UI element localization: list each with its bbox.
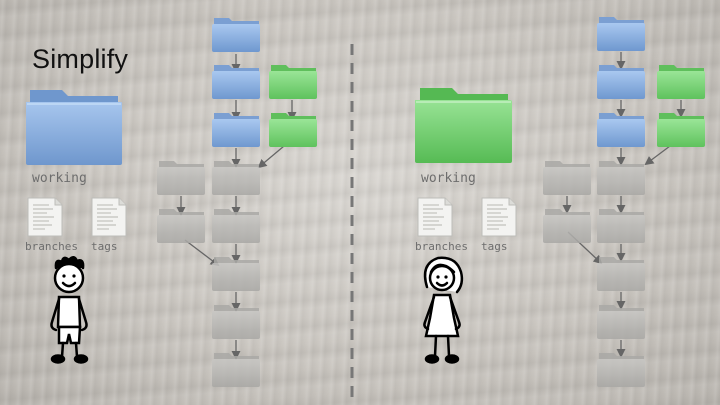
gray-folder-icon [597,353,645,387]
gray-folder-icon [597,257,645,291]
blue-folder-icon [212,18,260,52]
tags-document-icon [481,197,517,237]
boy-figure-icon [50,256,89,364]
branches-label: branches [25,240,78,253]
working-label: working [421,171,476,186]
gray-folder-icon [212,305,260,339]
gray-folder-icon [212,353,260,387]
gray-folder-icon [212,257,260,291]
tags-label: tags [91,240,118,253]
right-commit-graph [543,17,705,387]
working-label: working [32,171,87,186]
green-folder-icon [269,65,317,99]
gray-folder-icon [597,161,645,195]
gray-folder-icon [543,161,591,195]
gray-folder-icon [157,161,205,195]
branches-label: branches [415,240,468,253]
blue-folder-icon [212,65,260,99]
working-folder-icon [415,88,512,163]
right-panel [415,17,705,387]
blue-folder-icon [597,17,645,51]
tags-document-icon [91,197,127,237]
green-folder-icon [657,65,705,99]
gray-folder-icon [543,209,591,243]
girl-figure-icon [423,256,464,364]
blue-folder-icon [597,65,645,99]
working-folder-icon [26,90,122,165]
gray-folder-icon [212,209,260,243]
tags-label: tags [481,240,508,253]
gray-folder-icon [597,209,645,243]
green-folder-icon [657,113,705,147]
left-commit-graph [157,18,317,387]
blue-folder-icon [212,113,260,147]
gray-folder-icon [597,305,645,339]
branches-document-icon [27,197,63,237]
blue-folder-icon [597,113,645,147]
gray-folder-icon [157,209,205,243]
branches-document-icon [417,197,453,237]
green-folder-icon [269,113,317,147]
gray-folder-icon [212,161,260,195]
left-panel [26,18,317,387]
slide-title: Simplify [32,44,129,74]
